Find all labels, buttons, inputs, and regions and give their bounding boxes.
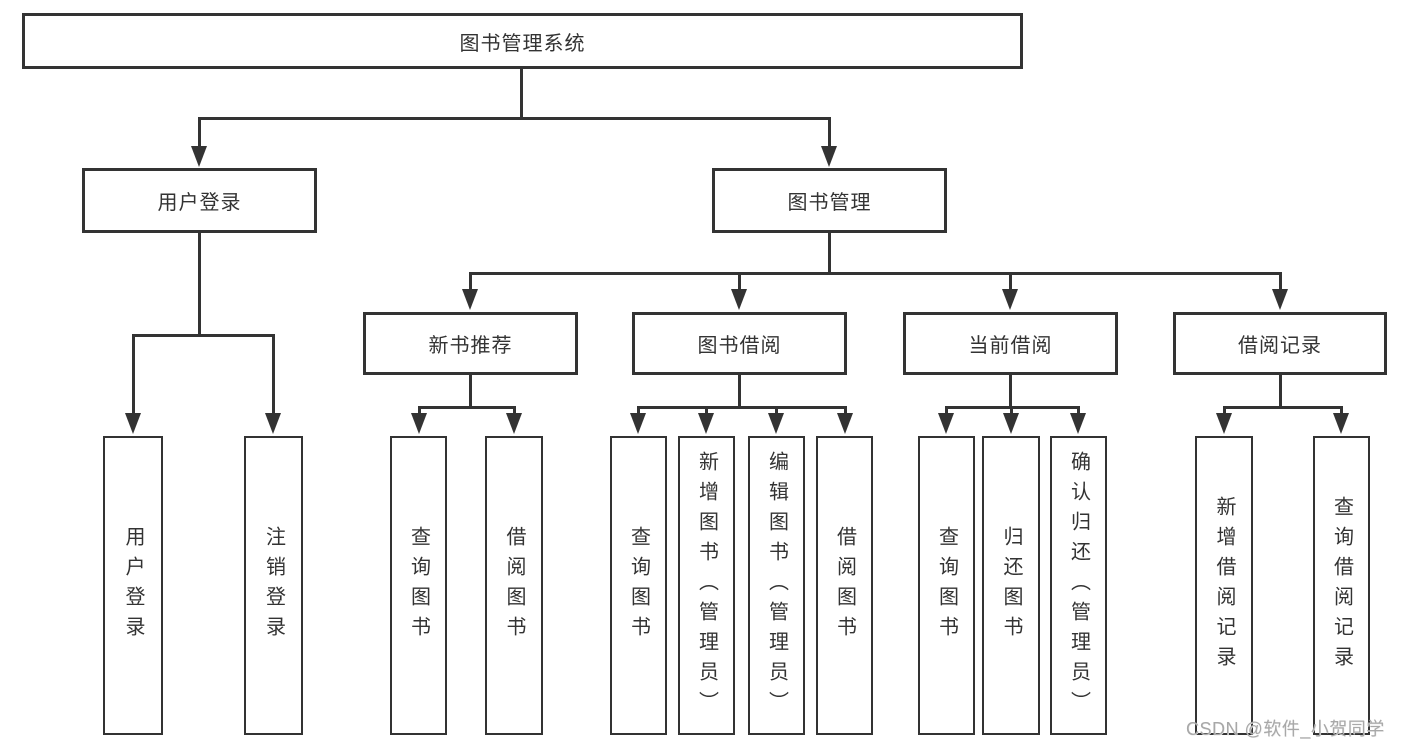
leaf-query-book-borrowing: 查询图书: [610, 436, 667, 735]
connector-line: [132, 334, 274, 337]
connector-line: [637, 406, 846, 409]
leaf-borrow-book-borrowing: 借阅图书: [816, 436, 873, 735]
arrow-down-icon: [1333, 413, 1349, 434]
node-book-borrowing-label: 图书借阅: [697, 335, 782, 357]
arrow-down-icon: [698, 413, 714, 434]
leaf-query-book-recommend: 查询图书: [390, 436, 447, 735]
leaf-borrow-book-recommend-label: 借阅图书: [503, 525, 525, 646]
leaf-query-book-recommend-label: 查询图书: [407, 525, 430, 646]
connector-line: [828, 233, 831, 274]
arrow-down-icon: [1272, 289, 1288, 310]
node-library-system: 图书管理系统: [22, 13, 1023, 69]
connector-line: [132, 334, 135, 414]
connector-line: [1340, 406, 1343, 416]
leaf-edit-book-admin: 编辑图书（管理员）: [748, 436, 805, 735]
arrow-down-icon: [1070, 413, 1086, 434]
arrow-down-icon: [506, 413, 522, 434]
leaf-query-book-current-label: 查询图书: [935, 525, 958, 646]
leaf-add-borrow-record-label: 新增借阅记录: [1213, 495, 1235, 676]
connector-line: [469, 272, 1281, 275]
arrow-down-icon: [938, 413, 954, 434]
leaf-edit-book-admin-label: 编辑图书（管理员）: [765, 450, 788, 721]
connector-line: [1077, 406, 1080, 416]
connector-line: [198, 117, 201, 151]
node-current-borrowing-label: 当前借阅: [968, 335, 1053, 357]
arrow-down-icon: [1216, 413, 1232, 434]
leaf-borrow-book-borrowing-label: 借阅图书: [833, 525, 856, 646]
node-borrowing-records-label: 借阅记录: [1238, 335, 1322, 357]
leaf-borrow-book-recommend: 借阅图书: [485, 436, 543, 735]
connector-line: [1279, 272, 1282, 292]
arrow-down-icon: [191, 146, 207, 167]
connector-line: [198, 117, 831, 120]
connector-line: [469, 375, 472, 408]
leaf-query-book-current: 查询图书: [918, 436, 975, 735]
connector-line: [828, 117, 831, 151]
node-user-login-label: 用户登录: [157, 192, 242, 214]
node-new-book-recommend-label: 新书推荐: [428, 335, 513, 357]
connector-line: [1223, 406, 1226, 416]
leaf-confirm-return-admin-label: 确认归还（管理员）: [1067, 450, 1090, 721]
leaf-confirm-return-admin: 确认归还（管理员）: [1050, 436, 1107, 735]
arrow-down-icon: [768, 413, 784, 434]
connector-line: [418, 406, 516, 409]
connector-line: [418, 406, 421, 416]
connector-line: [738, 272, 741, 292]
connector-line: [705, 406, 708, 416]
watermark-text: CSDN @软件_小贺同学: [1186, 719, 1385, 739]
leaf-return-book: 归还图书: [982, 436, 1040, 735]
connector-line: [1279, 375, 1282, 408]
connector-line: [513, 406, 516, 416]
leaf-query-book-borrowing-label: 查询图书: [627, 525, 650, 646]
leaf-logout-label: 注销登录: [262, 525, 285, 646]
arrow-down-icon: [630, 413, 646, 434]
leaf-query-borrow-record: 查询借阅记录: [1313, 436, 1370, 735]
leaf-return-book-label: 归还图书: [1000, 525, 1022, 646]
arrow-down-icon: [265, 413, 281, 434]
leaf-add-book-admin-label: 新增图书（管理员）: [695, 450, 718, 721]
connector-line: [1223, 406, 1343, 409]
leaf-user-login-label: 用户登录: [122, 525, 144, 646]
leaf-logout: 注销登录: [244, 436, 303, 735]
arrow-down-icon: [411, 413, 427, 434]
node-book-borrowing: 图书借阅: [632, 312, 847, 375]
node-book-management: 图书管理: [712, 168, 947, 233]
leaf-add-book-admin: 新增图书（管理员）: [678, 436, 735, 735]
arrow-down-icon: [1003, 413, 1019, 434]
connector-line: [1009, 272, 1012, 292]
arrow-down-icon: [1002, 289, 1018, 310]
node-current-borrowing: 当前借阅: [903, 312, 1118, 375]
node-borrowing-records: 借阅记录: [1173, 312, 1387, 375]
arrow-down-icon: [731, 289, 747, 310]
leaf-query-borrow-record-label: 查询借阅记录: [1330, 495, 1353, 676]
arrow-down-icon: [837, 413, 853, 434]
node-user-login: 用户登录: [82, 168, 317, 233]
arrow-down-icon: [462, 289, 478, 310]
connector-line: [198, 233, 201, 336]
connector-line: [1009, 375, 1012, 408]
connector-line: [844, 406, 847, 416]
connector-line: [738, 375, 741, 408]
node-new-book-recommend: 新书推荐: [363, 312, 578, 375]
connector-line: [469, 272, 472, 292]
connector-line: [1010, 406, 1013, 416]
arrow-down-icon: [821, 146, 837, 167]
connector-line: [520, 68, 523, 119]
node-book-management-label: 图书管理: [787, 192, 872, 214]
connector-line: [272, 334, 275, 414]
arrow-down-icon: [125, 413, 141, 434]
leaf-add-borrow-record: 新增借阅记录: [1195, 436, 1253, 735]
connector-line: [945, 406, 948, 416]
node-library-system-label: 图书管理系统: [459, 32, 586, 55]
connector-line: [637, 406, 640, 416]
connector-line: [775, 406, 778, 416]
leaf-user-login: 用户登录: [103, 436, 163, 735]
